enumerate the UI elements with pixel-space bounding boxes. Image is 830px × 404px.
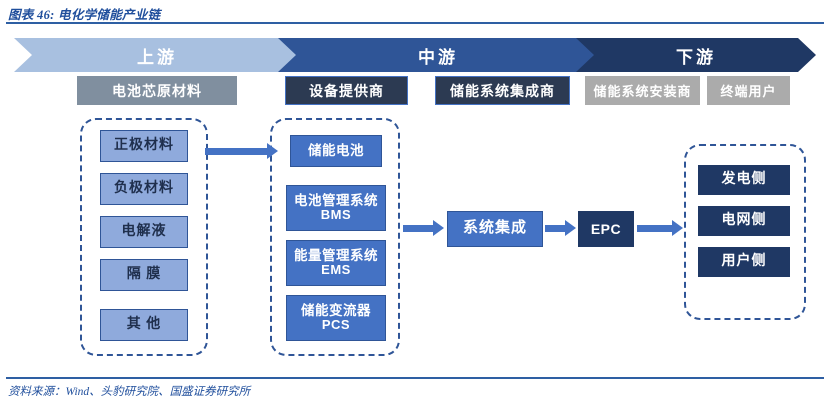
role-label-installer: 储能系统安装商 <box>593 84 692 99</box>
bottom-divider <box>6 377 824 379</box>
arrow-upstream-to-battery <box>205 143 278 159</box>
node-label: 储能电池 <box>308 143 364 159</box>
node-bms: 电池管理系统 BMS <box>286 185 386 231</box>
stage-chevron-upstream: 上游 <box>14 38 300 72</box>
node-label: 正极材料 <box>114 137 174 153</box>
node-label: 发电侧 <box>721 171 767 187</box>
node-pcs: 储能变流器 PCS <box>286 295 386 341</box>
stage-chevron-midstream: 中游 <box>278 38 598 72</box>
role-label-end-user: 终端用户 <box>720 84 777 99</box>
node-sublabel: BMS <box>320 207 352 223</box>
arrow-epc-to-downstream <box>637 220 683 236</box>
figure-title: 图表 46: 电化学储能产业链 <box>8 8 161 22</box>
node-label: 电网侧 <box>721 212 767 228</box>
stage-label-midstream: 中游 <box>418 47 458 67</box>
node-epc: EPC <box>578 211 634 247</box>
stage-label-upstream: 上游 <box>137 47 177 67</box>
figure-source: 资料来源：Wind、头豹研究院、国盛证券研究所 <box>8 386 251 398</box>
node-label: 系统集成 <box>462 220 527 237</box>
node-label: 电解液 <box>121 223 167 239</box>
group-midstream <box>270 118 400 356</box>
arrow-integration-to-epc <box>545 220 576 236</box>
node-system-integration: 系统集成 <box>447 211 543 247</box>
role-box-system-integrator: 储能系统集成商 <box>435 76 570 105</box>
node-label: 储能变流器 <box>301 302 371 318</box>
top-divider <box>6 22 824 24</box>
node-label: 负极材料 <box>114 180 174 196</box>
node-user-side: 用户侧 <box>698 247 790 277</box>
node-label: 用户侧 <box>721 253 767 269</box>
node-ems: 能量管理系统 EMS <box>286 240 386 286</box>
node-anode-material: 负极材料 <box>100 173 188 205</box>
node-sublabel: PCS <box>321 317 351 333</box>
node-storage-battery: 储能电池 <box>290 135 382 167</box>
role-box-end-user: 终端用户 <box>707 76 790 105</box>
node-label: EPC <box>590 220 622 237</box>
group-upstream <box>80 118 208 356</box>
role-box-raw-materials: 电池芯原材料 <box>77 76 237 105</box>
node-electrolyte: 电解液 <box>100 216 188 248</box>
node-sublabel: EMS <box>321 262 351 278</box>
node-grid-side: 电网侧 <box>698 206 790 236</box>
role-box-equipment-supplier: 设备提供商 <box>285 76 408 105</box>
role-label-equipment-supplier: 设备提供商 <box>309 84 384 100</box>
node-separator: 隔 膜 <box>100 259 188 291</box>
node-label: 隔 膜 <box>126 266 162 282</box>
stage-chevron-downstream: 下游 <box>576 38 816 72</box>
node-label: 其 他 <box>126 316 162 332</box>
stage-label-downstream: 下游 <box>676 47 716 67</box>
group-downstream <box>684 144 806 320</box>
node-cathode-material: 正极材料 <box>100 130 188 162</box>
role-label-system-integrator: 储能系统集成商 <box>450 84 555 100</box>
role-box-installer: 储能系统安装商 <box>585 76 700 105</box>
role-label-raw-materials: 电池芯原材料 <box>112 84 202 100</box>
arrow-midstream-to-integration <box>403 220 444 236</box>
node-label: 电池管理系统 <box>294 192 378 208</box>
node-generation-side: 发电侧 <box>698 165 790 195</box>
node-label: 能量管理系统 <box>294 247 378 263</box>
node-other-materials: 其 他 <box>100 309 188 341</box>
